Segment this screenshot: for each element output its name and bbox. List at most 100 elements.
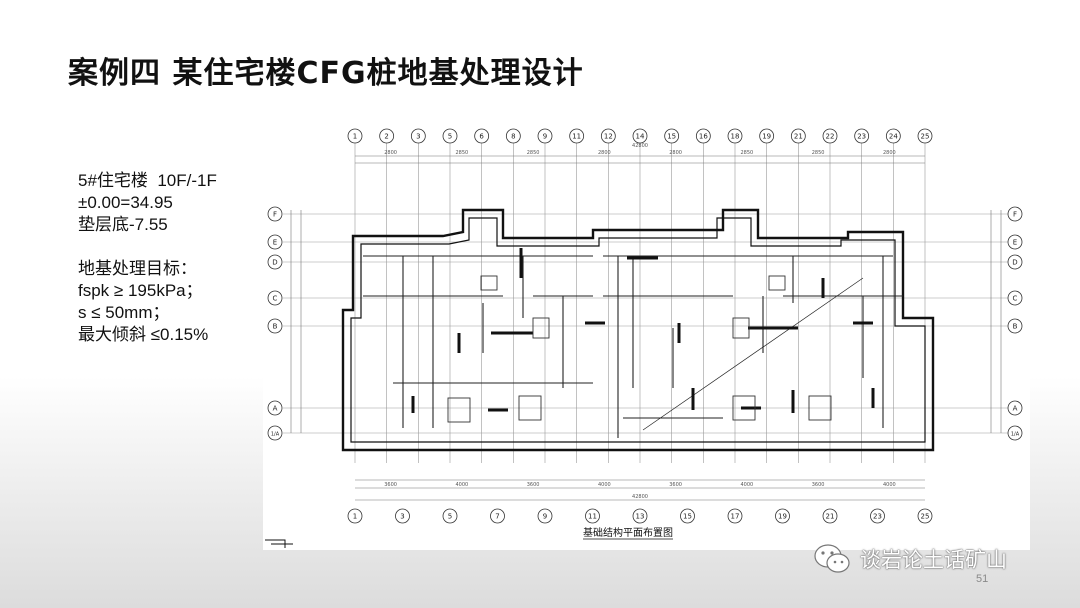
axis-top-9: 9	[537, 128, 553, 144]
settlement-limit: s ≤ 50mm；	[78, 303, 170, 322]
svg-text:19: 19	[762, 133, 771, 141]
svg-text:11: 11	[572, 133, 581, 141]
axis-bottom-25: 25	[917, 508, 933, 524]
dim-top-0: 2800	[384, 150, 397, 156]
svg-text:11: 11	[588, 513, 597, 521]
svg-text:17: 17	[731, 513, 740, 521]
axis-bottom-1: 1	[347, 508, 363, 524]
dim-bottom-4: 3600	[669, 482, 682, 488]
tilt-limit: 最大倾斜 ≤0.15%	[78, 325, 209, 344]
svg-text:25: 25	[921, 513, 930, 521]
svg-text:23: 23	[857, 133, 866, 141]
axis-top-15: 15	[664, 128, 680, 144]
bearing-capacity: fspk ≥ 195kPa；	[78, 281, 203, 300]
svg-text:B: B	[273, 323, 278, 331]
svg-text:1: 1	[353, 133, 357, 141]
axis-top-1: 1	[347, 128, 363, 144]
axis-row-D-left: D	[267, 254, 283, 270]
axis-top-6: 6	[474, 128, 490, 144]
dim-top-6: 2850	[812, 150, 825, 156]
svg-text:5: 5	[448, 513, 452, 521]
svg-text:E: E	[273, 239, 277, 247]
svg-text:1: 1	[353, 513, 357, 521]
svg-text:F: F	[273, 211, 277, 219]
axis-row-A-left: A	[267, 400, 283, 416]
axis-row-B-right: B	[1007, 318, 1023, 334]
axis-bottom-5: 5	[442, 508, 458, 524]
axis-bottom-19: 19	[775, 508, 790, 524]
svg-text:18: 18	[731, 133, 740, 141]
axis-bottom-13: 13	[632, 508, 648, 524]
svg-text:C: C	[1013, 295, 1018, 303]
axis-bottom-9: 9	[537, 508, 553, 524]
svg-text:13: 13	[636, 513, 645, 521]
cushion-info: 垫层底-7.55	[78, 215, 168, 234]
dim-bottom-7: 4000	[883, 482, 896, 488]
svg-text:21: 21	[826, 513, 835, 521]
svg-text:22: 22	[826, 133, 835, 141]
axis-top-22: 22	[822, 128, 838, 144]
svg-text:E: E	[1013, 239, 1017, 247]
axis-bottom-11: 11	[585, 508, 600, 524]
axis-row-C-left: C	[267, 290, 283, 306]
goal-label: 地基处理目标：	[78, 259, 197, 278]
svg-text:24: 24	[889, 133, 898, 141]
dim-bottom-5: 4000	[741, 482, 754, 488]
axis-top-5: 5	[442, 128, 458, 144]
svg-text:16: 16	[699, 133, 708, 141]
watermark-text: 谈岩论土话矿山	[860, 548, 1007, 572]
dim-top-7: 2800	[883, 150, 896, 156]
svg-text:D: D	[272, 259, 277, 267]
wechat-icon	[814, 544, 850, 573]
axis-top-25: 25	[917, 128, 933, 144]
dim-top-5: 2850	[741, 150, 754, 156]
axis-row-C-right: C	[1007, 290, 1023, 306]
svg-text:C: C	[273, 295, 278, 303]
axis-top-21: 21	[790, 128, 806, 144]
axis-row-1/A-right: 1/A	[1007, 425, 1023, 441]
axis-top-8: 8	[505, 128, 521, 144]
slide-title: 案例四 某住宅楼CFG桩地基处理设计	[68, 56, 584, 91]
axis-bottom-21: 21	[822, 508, 838, 524]
axis-row-E-right: E	[1007, 234, 1023, 250]
dim-bottom-3: 4000	[598, 482, 611, 488]
svg-text:1/A: 1/A	[1011, 432, 1020, 438]
axis-top-19: 19	[759, 128, 775, 144]
svg-text:8: 8	[511, 133, 515, 141]
dim-top-1: 2850	[456, 150, 469, 156]
svg-text:6: 6	[479, 133, 484, 141]
svg-text:7: 7	[495, 513, 499, 521]
watermark: 谈岩论土话矿山	[812, 542, 1007, 576]
axis-top-3: 3	[410, 128, 426, 144]
dim-top-4: 2800	[669, 150, 682, 156]
axis-top-14: 14	[632, 128, 648, 144]
axis-bottom-3: 3	[395, 508, 410, 524]
svg-text:A: A	[273, 405, 278, 413]
svg-text:A: A	[1013, 405, 1018, 413]
axis-row-A-right: A	[1007, 400, 1023, 416]
axis-bottom-17: 17	[727, 508, 743, 524]
axis-row-F-right: F	[1007, 206, 1023, 222]
svg-text:9: 9	[543, 133, 547, 141]
svg-text:12: 12	[604, 133, 613, 141]
foundation-outline	[341, 208, 935, 452]
axis-top-18: 18	[727, 128, 743, 144]
svg-text:19: 19	[778, 513, 787, 521]
axis-top-11: 11	[569, 128, 585, 144]
axis-row-F-left: F	[267, 206, 283, 222]
svg-text:B: B	[1013, 323, 1018, 331]
axis-row-1/A-left: 1/A	[267, 425, 283, 441]
drawing-caption: 基础结构平面布置图	[583, 526, 673, 539]
design-parameters: 5#住宅楼 10F/-1F ±0.00=34.95 垫层底-7.55 地基处理目…	[78, 170, 217, 346]
dim-total-top: 42800	[632, 143, 648, 149]
svg-text:15: 15	[667, 133, 676, 141]
axis-top-24: 24	[885, 128, 901, 144]
axis-bottom-7: 7	[490, 508, 505, 524]
svg-text:3: 3	[416, 133, 420, 141]
elevation-info: ±0.00=34.95	[78, 193, 173, 212]
building-info: 5#住宅楼 10F/-1F	[78, 171, 217, 190]
svg-text:23: 23	[873, 513, 882, 521]
svg-text:9: 9	[543, 513, 547, 521]
svg-text:5: 5	[448, 133, 452, 141]
